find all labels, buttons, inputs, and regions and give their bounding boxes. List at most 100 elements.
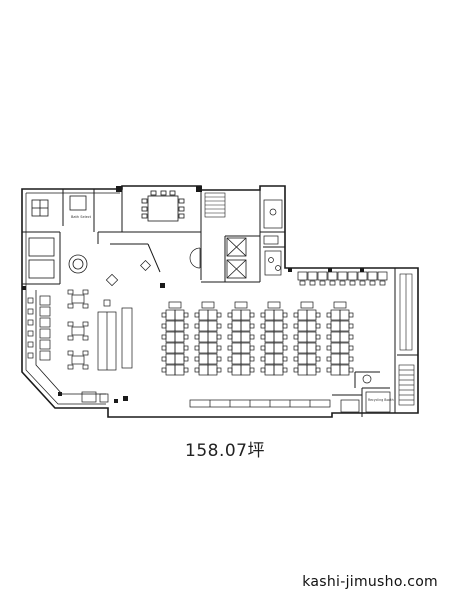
chair: [315, 345, 321, 351]
desk-end: [234, 301, 248, 309]
desk: [240, 353, 251, 365]
desk: [264, 353, 275, 365]
desk: [198, 342, 209, 354]
desk: [273, 309, 284, 321]
desk: [264, 320, 275, 332]
chair: [379, 280, 386, 286]
desk: [207, 364, 218, 376]
desk: [165, 342, 176, 354]
desk: [231, 342, 242, 354]
desk: [165, 364, 176, 376]
desk: [307, 271, 318, 281]
chair: [339, 280, 346, 286]
chair: [326, 323, 332, 329]
chair: [282, 334, 288, 340]
desk: [273, 320, 284, 332]
desk: [165, 331, 176, 343]
chair: [216, 345, 222, 351]
chair: [27, 308, 34, 315]
floor-area-label: 158.07坪: [185, 441, 265, 461]
chair: [183, 367, 189, 373]
desk: [231, 353, 242, 365]
chair: [282, 367, 288, 373]
desk: [174, 353, 185, 365]
chair: [293, 356, 299, 362]
desk: [207, 320, 218, 332]
chair: [349, 280, 356, 286]
desk: [306, 309, 317, 321]
chair: [293, 334, 299, 340]
chair: [315, 356, 321, 362]
utility-room: [28, 195, 87, 279]
chair: [299, 280, 306, 286]
desk: [297, 342, 308, 354]
chair: [227, 367, 233, 373]
chair: [282, 312, 288, 318]
chair: [161, 312, 167, 318]
desk: [273, 342, 284, 354]
entrance-doors: [189, 247, 201, 269]
chair: [315, 334, 321, 340]
desk: [297, 271, 308, 281]
desk: [264, 309, 275, 321]
chair: [161, 334, 167, 340]
desk: [231, 331, 242, 343]
chair: [194, 323, 200, 329]
chair: [27, 352, 34, 359]
desk: [165, 309, 176, 321]
chair: [249, 367, 255, 373]
desk: [306, 331, 317, 343]
desk: [297, 309, 308, 321]
chair: [183, 345, 189, 351]
desk: [240, 342, 251, 354]
chair: [282, 345, 288, 351]
chair: [348, 345, 354, 351]
desk: [347, 271, 358, 281]
chair: [348, 312, 354, 318]
chair: [216, 323, 222, 329]
chair: [359, 280, 366, 286]
desk: [339, 353, 350, 365]
desk: [306, 342, 317, 354]
chair: [249, 356, 255, 362]
desk: [330, 342, 341, 354]
top-row-desks: [297, 271, 388, 286]
desk: [174, 320, 185, 332]
desk: [207, 309, 218, 321]
chair: [194, 334, 200, 340]
corridor-wall: [35, 290, 106, 395]
chair: [260, 345, 266, 351]
chair: [348, 367, 354, 373]
chair: [216, 367, 222, 373]
desk-clusters: [161, 301, 354, 376]
chair: [194, 345, 200, 351]
chair: [326, 334, 332, 340]
chair: [216, 334, 222, 340]
desk: [330, 364, 341, 376]
chair: [319, 280, 326, 286]
chair: [329, 280, 336, 286]
desk: [165, 320, 176, 332]
desk: [327, 271, 338, 281]
desk: [231, 364, 242, 376]
chair: [249, 334, 255, 340]
desk: [330, 353, 341, 365]
chair: [27, 297, 34, 304]
desk: [273, 364, 284, 376]
desk: [306, 320, 317, 332]
chair: [260, 334, 266, 340]
desk: [174, 364, 185, 376]
desk: [330, 309, 341, 321]
desk: [198, 353, 209, 365]
chair: [282, 356, 288, 362]
desk-end: [201, 301, 215, 309]
desk-end: [300, 301, 314, 309]
chair: [27, 319, 34, 326]
chair: [27, 341, 34, 348]
chair: [183, 334, 189, 340]
desk: [39, 317, 51, 328]
recycling-booth: [362, 374, 391, 413]
desk: [39, 339, 51, 350]
desk: [297, 320, 308, 332]
